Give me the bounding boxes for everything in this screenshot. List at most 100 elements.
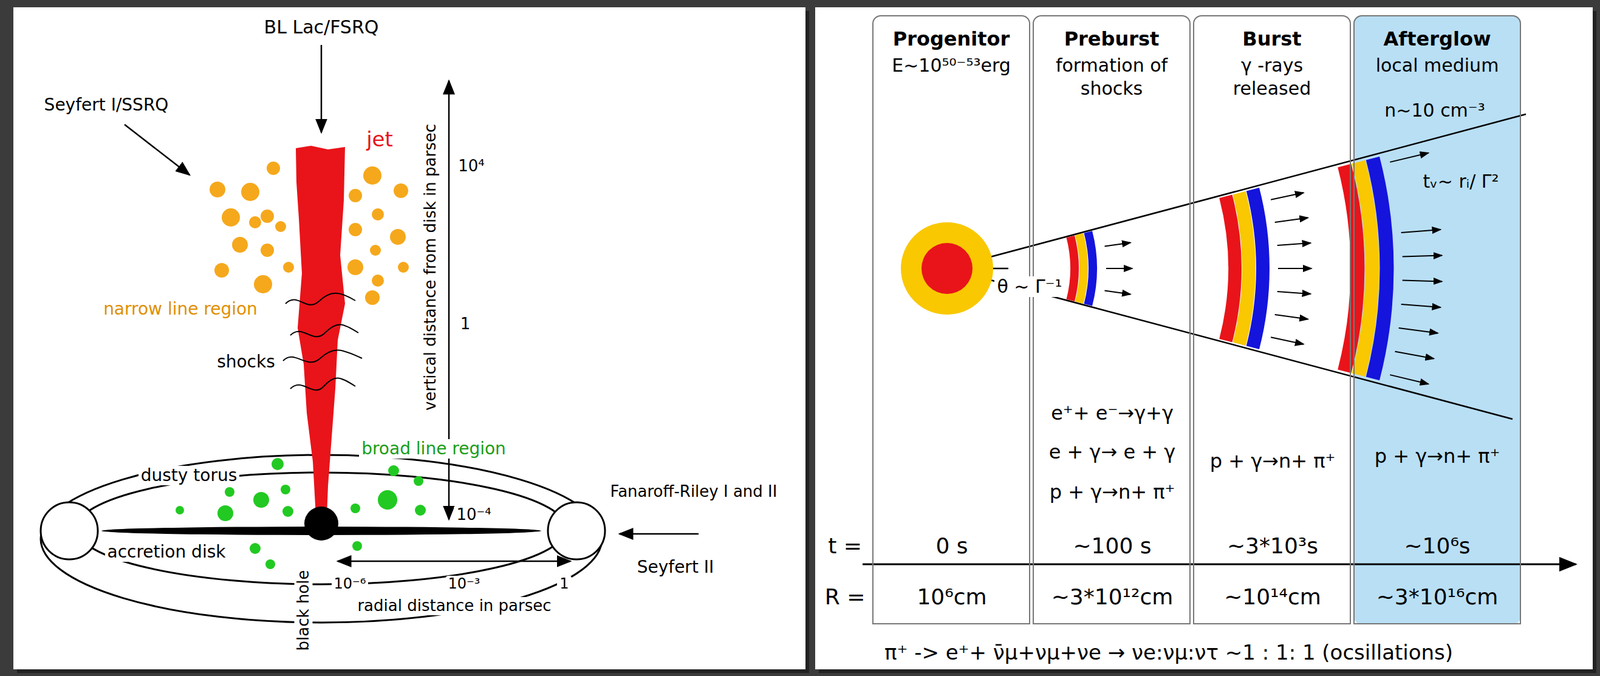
cloud	[282, 505, 294, 517]
part-name: accretion disk	[105, 542, 229, 562]
shell	[1239, 193, 1249, 345]
axis-tick: 10⁻³	[445, 575, 483, 593]
motion-arrow	[1389, 153, 1429, 163]
time-value: ~10⁶s	[1401, 533, 1473, 559]
cloud	[283, 261, 295, 273]
opening-angle: θ ~ Γ⁻¹	[994, 276, 1065, 298]
row-heading: t =	[825, 533, 865, 559]
motion-arrow	[1402, 255, 1443, 257]
cloud	[253, 492, 270, 508]
time-value: ~3*10³s	[1224, 533, 1321, 559]
shell	[1225, 196, 1235, 341]
cloud	[377, 490, 398, 510]
shock-lines	[283, 293, 363, 391]
pointer-arrow	[124, 124, 190, 175]
phase-description: E~10⁵⁰⁻⁵³erg	[881, 54, 1022, 78]
motion-arrow	[1389, 374, 1429, 384]
row-heading: R =	[822, 584, 869, 610]
phase-heading: Preburst	[1033, 27, 1190, 51]
shell	[1079, 234, 1084, 304]
cloud	[413, 476, 424, 486]
cloud	[224, 487, 235, 497]
cloud	[265, 559, 276, 570]
variability-time: tᵥ~ rᵢ/ Γ²	[1420, 171, 1501, 193]
motion-arrow	[1398, 328, 1438, 334]
afterglow-fill	[1353, 15, 1522, 625]
phase-heading: Burst	[1194, 27, 1350, 51]
cloud	[393, 183, 409, 199]
phase-heading: Progenitor	[873, 27, 1030, 51]
part-name: broad line region	[358, 439, 509, 459]
source-class: Fanaroff-Riley I and II	[608, 482, 780, 502]
cloud	[280, 484, 291, 495]
shell	[1372, 158, 1387, 380]
cloud	[371, 274, 384, 287]
cloud	[209, 181, 226, 198]
cloud	[348, 188, 363, 203]
cloud	[389, 229, 406, 245]
phase-description: local medium	[1367, 54, 1508, 78]
cloud	[271, 458, 284, 471]
cloud	[221, 208, 240, 227]
part-name: jet	[363, 127, 396, 152]
motion-arrows	[1104, 153, 1443, 384]
cloud	[175, 505, 185, 515]
pointer-arrow	[320, 44, 323, 133]
cloud	[214, 263, 230, 278]
cloud	[275, 221, 287, 233]
torus-section	[40, 502, 98, 560]
cloud	[371, 208, 384, 221]
shell	[1344, 165, 1358, 372]
pointer-arrow	[619, 533, 699, 536]
cloud	[397, 261, 409, 273]
radius-value: ~3*10¹⁶cm	[1374, 584, 1501, 610]
motion-arrow	[1275, 218, 1309, 223]
phase-description: formation of shocks	[1041, 54, 1182, 100]
reaction: p + γ→n+ π⁺	[1207, 450, 1339, 473]
cloud	[260, 243, 274, 257]
motion-arrow	[1277, 242, 1311, 246]
shell	[1070, 236, 1075, 301]
cloud	[347, 259, 364, 276]
axis-tick: 10⁻⁴	[453, 505, 494, 525]
radius-value: ~10¹⁴cm	[1221, 584, 1324, 610]
cloud	[249, 216, 262, 229]
shells	[1070, 158, 1387, 380]
source-class: Seyfert II	[634, 557, 717, 578]
shock-line	[290, 324, 359, 337]
axis-title: radial distance in parsec	[354, 597, 554, 616]
motion-arrow	[1395, 351, 1435, 359]
motion-arrow	[1104, 290, 1132, 295]
cloud	[414, 504, 426, 516]
shell	[1358, 162, 1373, 376]
motion-arrow	[1270, 192, 1304, 200]
radius-value: 10⁶cm	[914, 584, 989, 610]
cloud	[369, 244, 381, 256]
cloud	[253, 275, 273, 294]
part-name: shocks	[214, 352, 278, 372]
reaction: p + γ→n+ π⁺	[1372, 445, 1503, 468]
phase-description: γ -rays released	[1202, 54, 1342, 100]
cloud	[249, 543, 261, 554]
motion-arrow	[1106, 267, 1133, 270]
time-axis	[862, 563, 1576, 566]
shock-line	[285, 293, 356, 305]
axis-tick: 1	[458, 315, 474, 334]
torus-section	[547, 502, 606, 560]
right-panel	[815, 7, 1593, 670]
time-value: ~100 s	[1070, 533, 1154, 559]
cloud	[266, 161, 281, 175]
axis-tick: 1	[557, 575, 571, 593]
radius-value: ~3*10¹²cm	[1049, 584, 1177, 610]
left-panel	[13, 7, 806, 670]
reaction: e + γ→ e + γ	[1046, 441, 1179, 464]
reaction: e⁺+ e⁻→γ+γ	[1048, 402, 1177, 425]
time-value: 0 s	[933, 533, 971, 559]
cloud	[350, 503, 361, 514]
reaction: p + γ→n+ π⁺	[1047, 481, 1178, 504]
axis-tick: 10⁴	[455, 157, 488, 176]
motion-arrow	[1277, 291, 1311, 295]
